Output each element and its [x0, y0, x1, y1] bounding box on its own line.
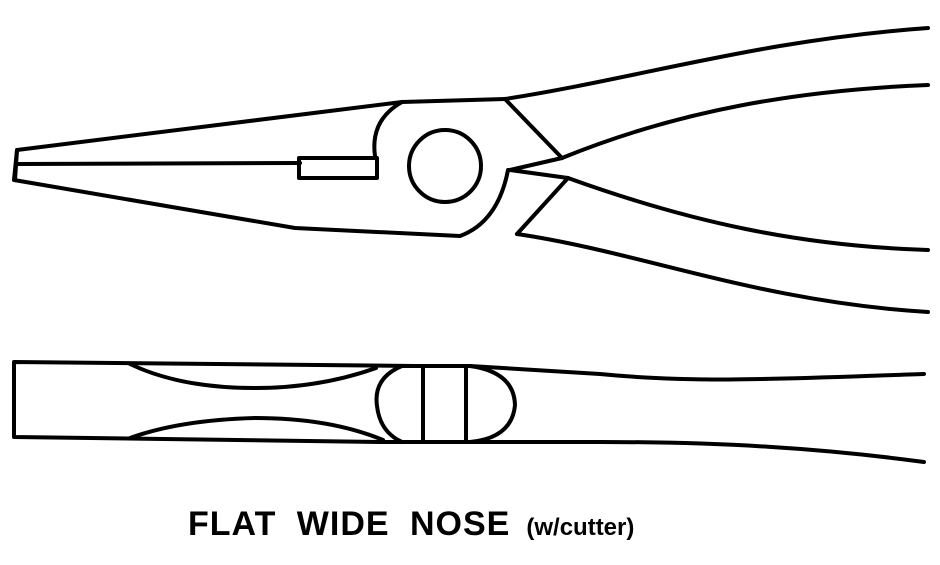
- lower-handle-bottom-edge: [515, 232, 930, 314]
- caption-title: FLAT WIDE NOSE: [188, 505, 511, 543]
- pivot-boss-upper-arc: [372, 100, 404, 158]
- lower-flute: [128, 416, 385, 442]
- joint-center-lines: [508, 156, 570, 180]
- pivot-boss-top: [400, 97, 507, 104]
- caption-subtitle: (w/cutter): [526, 514, 635, 541]
- top-handle-lower-edge: [468, 440, 926, 464]
- top-pivot-right-arc: [468, 364, 517, 444]
- upper-handle-bottom-edge: [560, 83, 930, 160]
- joint-upper-cut: [503, 97, 564, 160]
- top-handle-upper-edge: [468, 364, 926, 382]
- joint-lower-cut: [515, 176, 570, 236]
- jaw-parting-line: [15, 161, 302, 166]
- figure-caption: FLAT WIDE NOSE (w/cutter): [188, 505, 634, 553]
- upper-handle-top-edge: [503, 26, 930, 101]
- jaw-outline: [12, 100, 462, 238]
- lower-handle-top-edge: [566, 176, 930, 252]
- pivot-boss-lower-arc: [458, 168, 510, 238]
- nose-outline: [12, 360, 417, 444]
- upper-flute: [128, 362, 378, 390]
- pliers-top-view: [12, 360, 926, 464]
- cutter-slot: [297, 156, 379, 180]
- top-pivot-left-arc: [374, 364, 404, 444]
- pliers-side-view: [12, 26, 930, 314]
- pivot-rivet: [407, 128, 483, 204]
